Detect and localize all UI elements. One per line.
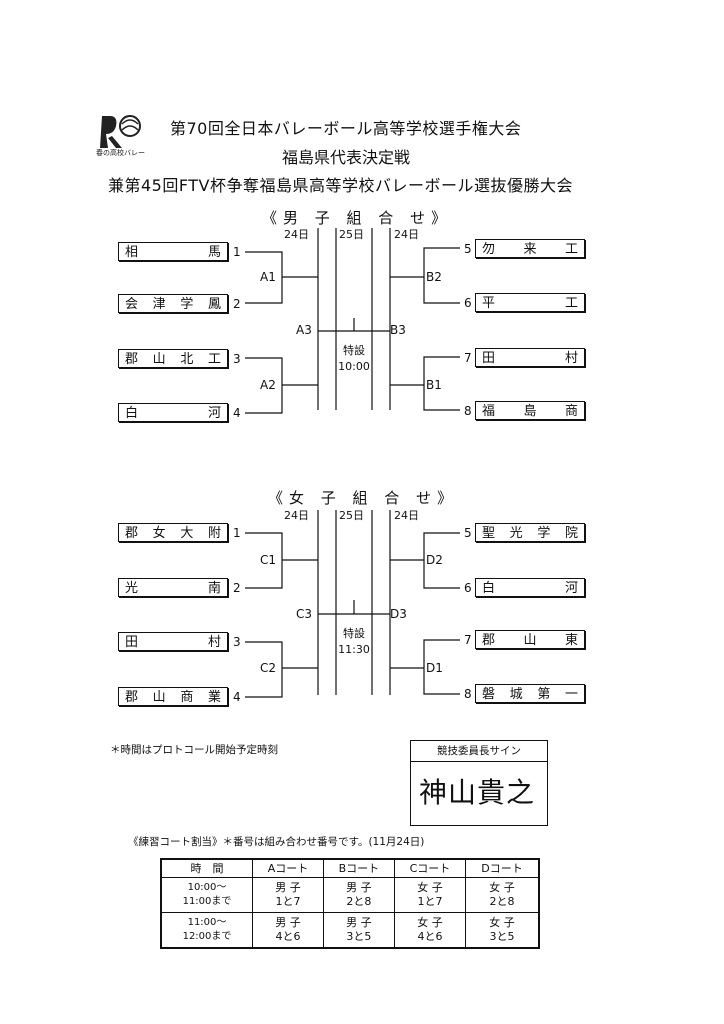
girls-day-center: 25日: [339, 509, 364, 522]
girls-num-8: 8: [464, 687, 472, 701]
girls-num-6: 6: [464, 581, 472, 595]
girls-team-4: 郡山商業: [118, 687, 228, 706]
girls-node-d1: D1: [426, 661, 443, 675]
time-cell: 11:00〜12:00まで: [160, 912, 253, 949]
girls-num-3: 3: [233, 635, 241, 649]
girls-node-c1: C1: [260, 553, 277, 567]
girls-node-d3: D3: [390, 607, 407, 621]
sign-box: 競技委員長サイン 神山貴之: [410, 740, 548, 826]
boys-day-center: 25日: [339, 228, 364, 241]
boys-num-8: 8: [464, 404, 472, 418]
boys-node-b1: B1: [426, 378, 442, 392]
header-time: 時 間: [160, 858, 253, 878]
girls-num-4: 4: [233, 690, 241, 704]
boys-final-time: 10:00: [338, 360, 370, 373]
practice-court-note: 《練習コート割当》＊番号は組み合わせ番号です。(11月24日): [128, 836, 425, 848]
girls-team-1: 郡女大附: [118, 523, 228, 542]
boys-num-2: 2: [233, 297, 241, 311]
girls-bracket-title: 《女 子 組 合 せ》: [268, 489, 459, 507]
header-court-a: Aコート: [252, 858, 324, 878]
sign-label: 競技委員長サイン: [411, 741, 547, 762]
boys-team-6: 平 工: [475, 293, 585, 312]
boys-num-7: 7: [464, 351, 472, 365]
girls-team-7: 郡 山 東: [475, 630, 585, 649]
girls-num-5: 5: [464, 526, 472, 540]
girls-day-left: 24日: [284, 509, 309, 522]
girls-node-d2: D2: [426, 553, 443, 567]
girls-final-time: 11:30: [338, 643, 370, 656]
boys-node-a3: A3: [296, 323, 312, 337]
girls-node-c2: C2: [260, 661, 277, 675]
boys-node-a2: A2: [260, 378, 276, 392]
table-header-row: 時 間 Aコート Bコート Cコート Dコート: [160, 858, 540, 878]
practice-schedule-table: 時 間 Aコート Bコート Cコート Dコート 10:00〜11:00まで 男 …: [160, 858, 540, 949]
girls-final-label: 特設: [343, 627, 365, 640]
girls-team-6: 白 河: [475, 578, 585, 597]
boys-team-4: 白 河: [118, 403, 228, 422]
title-line-3: 兼第45回FTV杯争奪福島県高等学校バレーボール選抜優勝大会: [108, 176, 574, 195]
boys-final-label: 特設: [343, 344, 365, 357]
boys-num-6: 6: [464, 296, 472, 310]
boys-num-5: 5: [464, 242, 472, 256]
boys-bracket-title: 《男 子 組 合 せ》: [262, 209, 453, 227]
boys-team-3: 郡山北工: [118, 349, 228, 368]
girls-num-1: 1: [233, 526, 241, 540]
header-court-c: Cコート: [393, 858, 467, 878]
time-cell: 10:00〜11:00まで: [160, 877, 253, 913]
spring-volleyball-logo: 春の高校バレー: [96, 112, 160, 160]
boys-node-a1: A1: [260, 270, 276, 284]
boys-day-left: 24日: [284, 228, 309, 241]
girls-team-5: 聖光学院: [475, 523, 585, 542]
boys-team-1: 相 馬: [118, 242, 228, 261]
girls-num-2: 2: [233, 581, 241, 595]
boys-team-5: 勿 来 工: [475, 239, 585, 258]
girls-team-8: 磐城第一: [475, 684, 585, 703]
header-court-d: Dコート: [465, 858, 540, 878]
time-note: ＊時間はプロトコール開始予定時刻: [110, 744, 278, 756]
girls-day-right: 24日: [394, 509, 419, 522]
signature: 神山貴之: [419, 776, 536, 809]
girls-team-3: 田 村: [118, 632, 228, 651]
title-line-1: 第70回全日本バレーボール高等学校選手権大会: [170, 119, 522, 138]
girls-node-c3: C3: [296, 607, 313, 621]
header-court-b: Bコート: [322, 858, 395, 878]
boys-team-7: 田 村: [475, 348, 585, 367]
boys-num-3: 3: [233, 352, 241, 366]
boys-node-b3: B3: [390, 323, 406, 337]
title-line-2: 福島県代表決定戦: [282, 148, 411, 167]
girls-num-7: 7: [464, 633, 472, 647]
boys-team-8: 福 島 商: [475, 401, 585, 420]
girls-team-2: 光 南: [118, 578, 228, 597]
logo-caption: 春の高校バレー: [96, 149, 145, 157]
boys-day-right: 24日: [394, 228, 419, 241]
boys-num-1: 1: [233, 245, 241, 259]
boys-node-b2: B2: [426, 270, 442, 284]
boys-team-2: 会津学鳳: [118, 294, 228, 313]
boys-num-4: 4: [233, 406, 241, 420]
